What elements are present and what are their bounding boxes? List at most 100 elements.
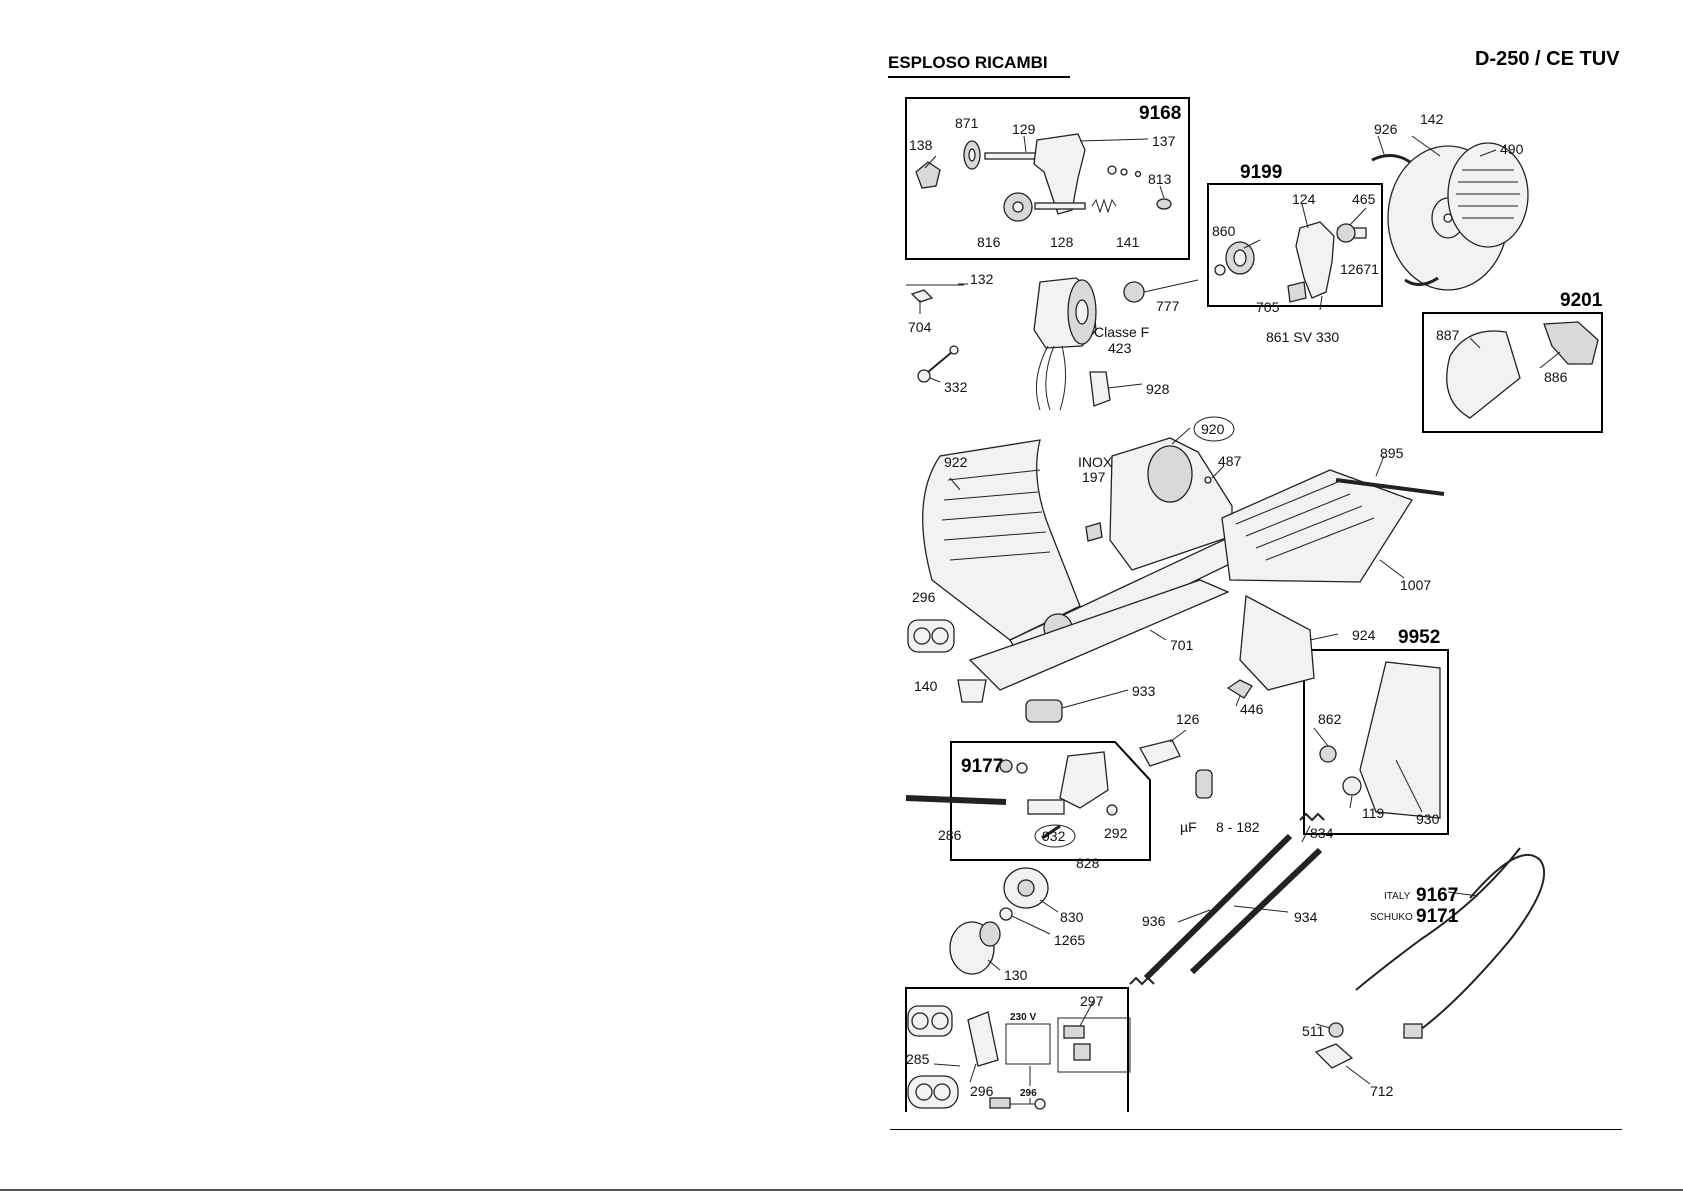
plate-704 [910, 289, 934, 303]
group-9201-label: 9201 [1560, 290, 1603, 311]
knob-830 [1003, 867, 1049, 909]
label-830: 830 [1060, 909, 1084, 925]
label-920: 920 [1201, 421, 1225, 437]
handle-886 [1543, 321, 1599, 365]
label-292: 292 [1104, 825, 1128, 841]
washer-9177 [1016, 762, 1028, 774]
group-box-9201 [1422, 312, 1603, 433]
group-9952-label: 9952 [1398, 627, 1440, 648]
label-446: 446 [1240, 701, 1264, 717]
label-138: 138 [909, 137, 933, 153]
label-140: 140 [914, 678, 938, 694]
label-9171: 9171 [1416, 906, 1459, 927]
label-704: 704 [908, 319, 932, 335]
rod-895 [1335, 478, 1445, 496]
label-8-182: 8 - 182 [1216, 819, 1260, 835]
gear-816 [1003, 192, 1033, 222]
page-footer-rule [0, 1189, 1683, 1191]
pin-446 [1226, 679, 1253, 699]
label-297: 297 [1080, 993, 1104, 1009]
table-1007 [1221, 469, 1413, 583]
label-286: 286 [938, 827, 962, 843]
cord-clamp-511 [1328, 1022, 1344, 1038]
board-component-2 [1073, 1043, 1091, 1061]
shaft-465 [1336, 223, 1367, 243]
bottom-rule [890, 1129, 1622, 1130]
label-934: 934 [1294, 909, 1318, 925]
label-1265: 1265 [1054, 932, 1085, 948]
title-underline [888, 76, 1070, 78]
spring-834 [1299, 812, 1325, 822]
label-296-wiring-inner: 296 [1020, 1088, 1037, 1099]
capacitor-wiring [989, 1097, 1011, 1109]
foot-pad-933 [1025, 699, 1063, 723]
label-871: 871 [955, 115, 979, 131]
motor-423 [1033, 277, 1097, 349]
knob-138 [915, 161, 941, 189]
label-italy: ITALY [1384, 891, 1411, 902]
leader-lines [919, 135, 1561, 1085]
label-schuko: SCHUKO [1370, 912, 1413, 923]
group-box-9952 [1303, 649, 1449, 835]
label-332: 332 [944, 379, 968, 395]
label-936: 936 [1142, 913, 1166, 929]
rod-286 [905, 795, 1007, 805]
gear-871 [963, 140, 981, 170]
board-297 [1057, 1017, 1131, 1073]
washers-group [1107, 165, 1142, 178]
sharpener-705 [1287, 281, 1307, 303]
knob-130 [949, 921, 1001, 975]
label-834: 834 [1310, 825, 1334, 841]
label-9167: 9167 [1416, 885, 1458, 906]
rod-936 [1143, 833, 1293, 981]
label-124: 124 [1292, 191, 1316, 207]
label-895: 895 [1380, 445, 1404, 461]
wiring-box [905, 987, 1129, 1112]
spring-141 [1091, 198, 1117, 214]
label-930: 930 [1416, 811, 1440, 827]
knob-9177 [999, 759, 1013, 773]
label-uf: µF [1180, 819, 1197, 835]
label-777: 777 [1156, 298, 1180, 314]
housing-137 [1033, 133, 1086, 215]
label-511: 511 [1302, 1023, 1325, 1039]
label-423: 423 [1108, 340, 1132, 356]
label-828: 828 [1076, 855, 1100, 871]
power-cord [1419, 854, 1546, 1031]
label-886: 886 [1544, 369, 1568, 385]
spring-936 [1129, 976, 1155, 986]
group-9177-label: 9177 [961, 756, 1003, 777]
label-296-wiring: 296 [970, 1083, 994, 1099]
group-box-9199 [1207, 183, 1383, 307]
screw-862 [1319, 745, 1337, 763]
holder-930 [1359, 661, 1441, 819]
connector-block [967, 1011, 999, 1067]
switch-285 [907, 1075, 959, 1109]
group-box-9177 [950, 741, 1151, 861]
label-490: 490 [1500, 141, 1524, 157]
label-285: 285 [906, 1051, 930, 1067]
label-141: 141 [1116, 234, 1140, 250]
label-296-switch: 296 [912, 589, 936, 605]
label-142: 142 [1420, 111, 1444, 127]
label-126: 126 [1176, 711, 1200, 727]
shaft-129 [984, 152, 1038, 160]
label-137: 137 [1152, 133, 1176, 149]
pusher-924 [1239, 594, 1315, 691]
board-component [1063, 1025, 1085, 1039]
label-932: 932 [1042, 828, 1066, 844]
bracket-126 [1139, 739, 1181, 767]
label-inox: INOX [1078, 454, 1113, 470]
label-1007: 1007 [1400, 577, 1431, 593]
foot-140 [957, 679, 987, 703]
blade-opening [1147, 445, 1193, 503]
label-197: 197 [1082, 469, 1106, 485]
model-code: D-250 / CE TUV [1475, 48, 1620, 70]
plug [1403, 1023, 1423, 1039]
label-861: 861 SV 330 [1266, 329, 1339, 345]
bushing-119 [1342, 776, 1362, 796]
nut-813 [1156, 198, 1172, 210]
capacitor [1195, 769, 1213, 799]
screw-487 [1204, 476, 1212, 484]
